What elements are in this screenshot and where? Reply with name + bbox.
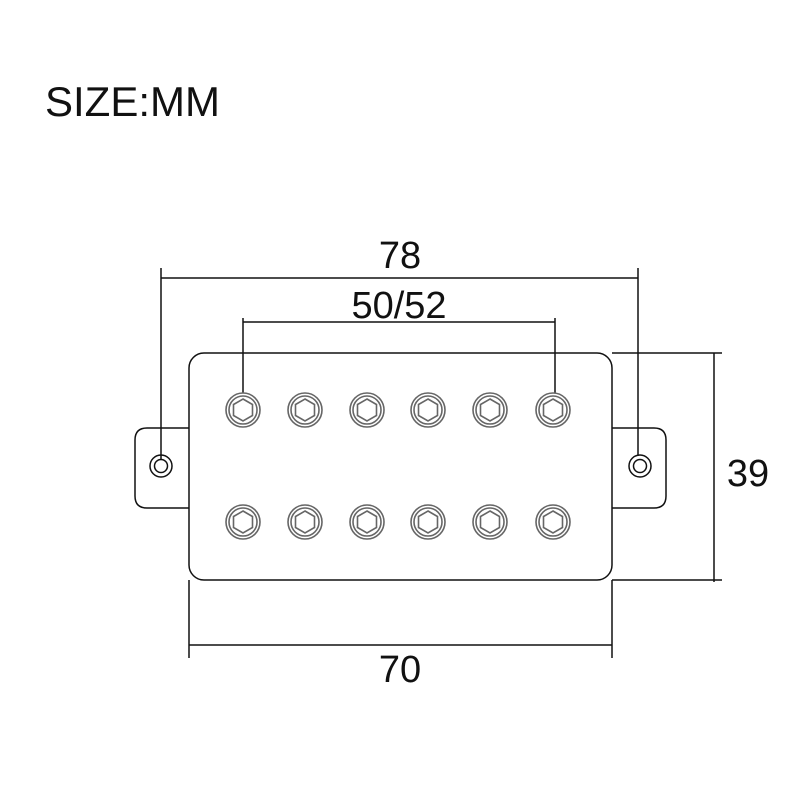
- dimension-pole-spacing-label: 50/52: [351, 285, 446, 327]
- pole-piece-hex-screw: [225, 504, 261, 540]
- pole-piece-hex-screw: [472, 392, 508, 428]
- dimension-70-label: 70: [379, 649, 421, 691]
- pole-piece-hex-screw: [410, 392, 446, 428]
- pole-piece-hex-screw: [287, 504, 323, 540]
- pole-piece-hex-screw: [349, 392, 385, 428]
- right-mounting-hole: [628, 454, 652, 478]
- dimension-70-lines: [188, 580, 613, 658]
- pole-piece-hex-screw: [349, 504, 385, 540]
- dimension-78-label: 78: [379, 235, 421, 277]
- pole-piece-hex-screw: [535, 504, 571, 540]
- pole-piece-hex-screw: [287, 392, 323, 428]
- dimension-78-lines: [160, 268, 639, 460]
- dimension-pole-spacing-lines: [242, 318, 556, 393]
- pickup-body: [188, 352, 613, 581]
- pole-piece-hex-screw: [535, 392, 571, 428]
- dimension-39-label: 39: [727, 453, 769, 495]
- pole-piece-hex-screw: [225, 392, 261, 428]
- pole-pieces: [225, 392, 571, 540]
- pole-piece-hex-screw: [410, 504, 446, 540]
- dimension-39-lines: [612, 352, 722, 582]
- size-unit-title: SIZE:MM: [45, 78, 220, 125]
- right-mounting-ear: [612, 427, 667, 509]
- pole-piece-hex-screw: [472, 504, 508, 540]
- left-mounting-ear: [134, 427, 189, 509]
